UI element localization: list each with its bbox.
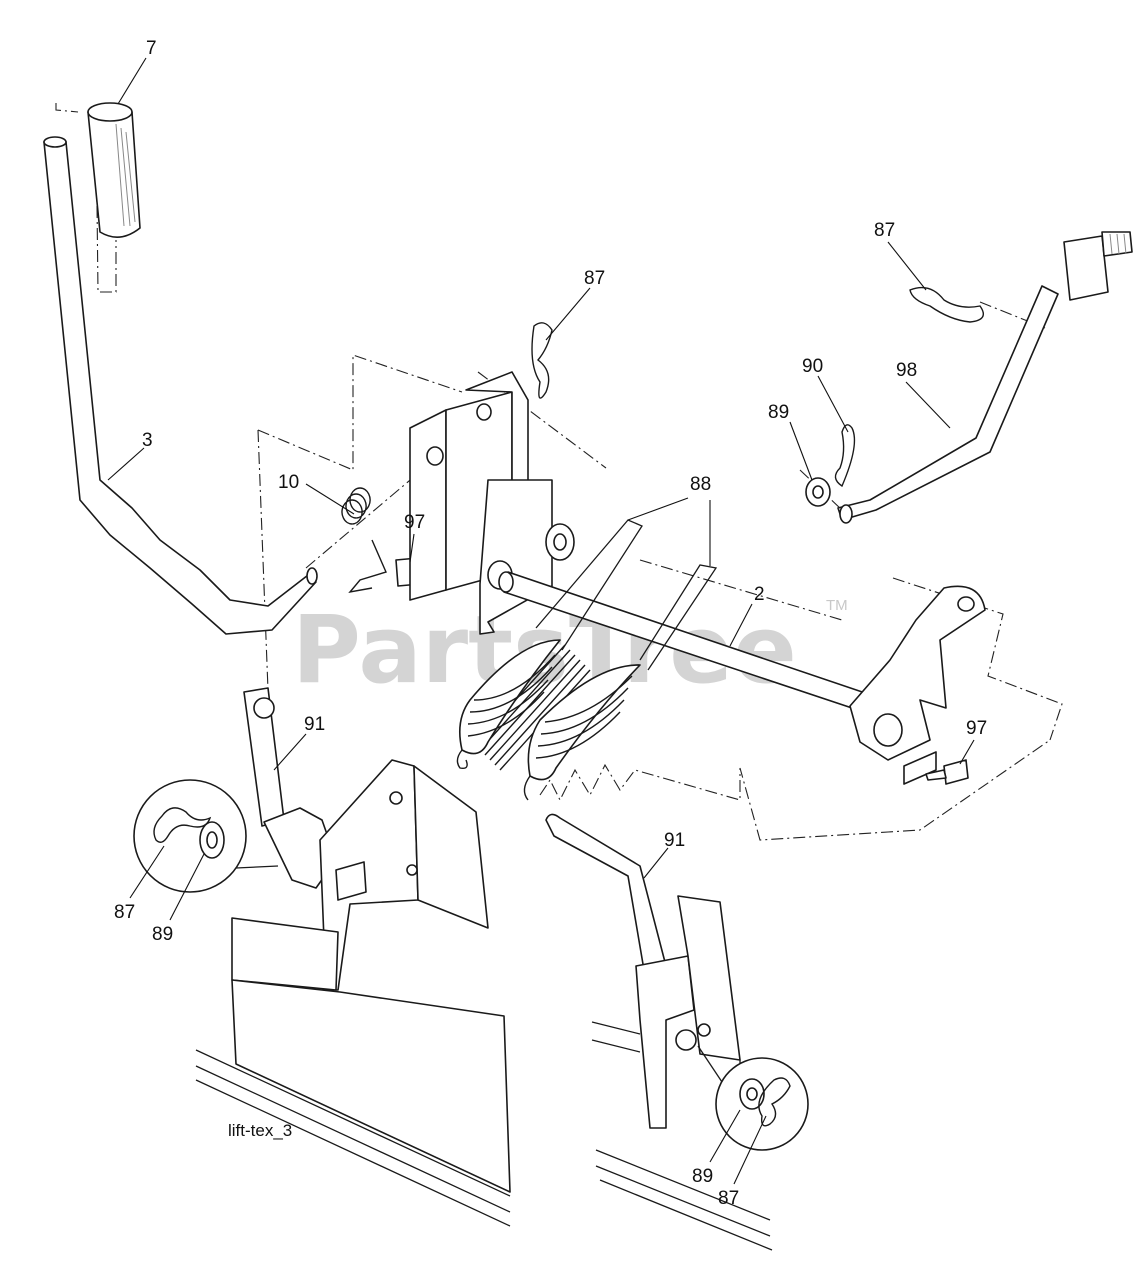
part-2-lift-shaft xyxy=(498,571,881,717)
callout-97-left: 97 xyxy=(404,512,425,533)
detail-circle-left xyxy=(133,779,279,893)
part-88-springs xyxy=(456,519,718,801)
watermark-trademark: TM xyxy=(826,597,848,614)
callout-91-left: 91 xyxy=(304,714,325,735)
callout-87-right: 87 xyxy=(874,220,895,241)
right-mount-bracket xyxy=(635,895,741,1129)
right-lift-arm xyxy=(849,585,986,785)
callout-88: 88 xyxy=(690,474,711,495)
leader-lines xyxy=(107,57,975,1185)
part-87-clip-top xyxy=(531,322,553,399)
callout-87-top: 87 xyxy=(584,268,605,289)
callout-89-right: 89 xyxy=(692,1166,713,1187)
part-87-clip-right xyxy=(909,286,984,323)
mower-deck-left xyxy=(195,917,511,1227)
callout-10: 10 xyxy=(278,472,299,493)
callout-89-left: 89 xyxy=(152,924,173,945)
callout-87-left: 87 xyxy=(114,902,135,923)
left-mount-bracket xyxy=(263,759,489,991)
callout-2: 2 xyxy=(754,584,765,605)
part-91-lift-rod-right xyxy=(545,813,667,971)
part-98-lift-link xyxy=(837,231,1133,524)
callout-90: 90 xyxy=(802,356,823,377)
figure-caption: lift-tex_3 xyxy=(228,1121,292,1140)
callout-87-bottom: 87 xyxy=(718,1188,739,1209)
part-97-bolt-right xyxy=(925,759,969,785)
callout-98: 98 xyxy=(896,360,917,381)
part-91-lift-rod-left xyxy=(243,687,285,827)
callout-3: 3 xyxy=(142,430,153,451)
callout-91-right: 91 xyxy=(664,830,685,851)
part-3-lift-lever xyxy=(43,136,318,635)
part-10-torsion-spring xyxy=(341,487,387,594)
center-bracket xyxy=(409,371,575,635)
part-90-pin xyxy=(834,424,856,488)
part-89-washer-top xyxy=(805,477,831,507)
part-7-handle-grip xyxy=(87,102,141,238)
callout-97-right: 97 xyxy=(966,718,987,739)
detail-circle-right xyxy=(697,1045,809,1151)
callout-7: 7 xyxy=(146,38,157,59)
callout-89-top: 89 xyxy=(768,402,789,423)
callouts: 7 3 10 97 87 88 2 87 90 98 89 97 91 87 8… xyxy=(114,38,987,1209)
